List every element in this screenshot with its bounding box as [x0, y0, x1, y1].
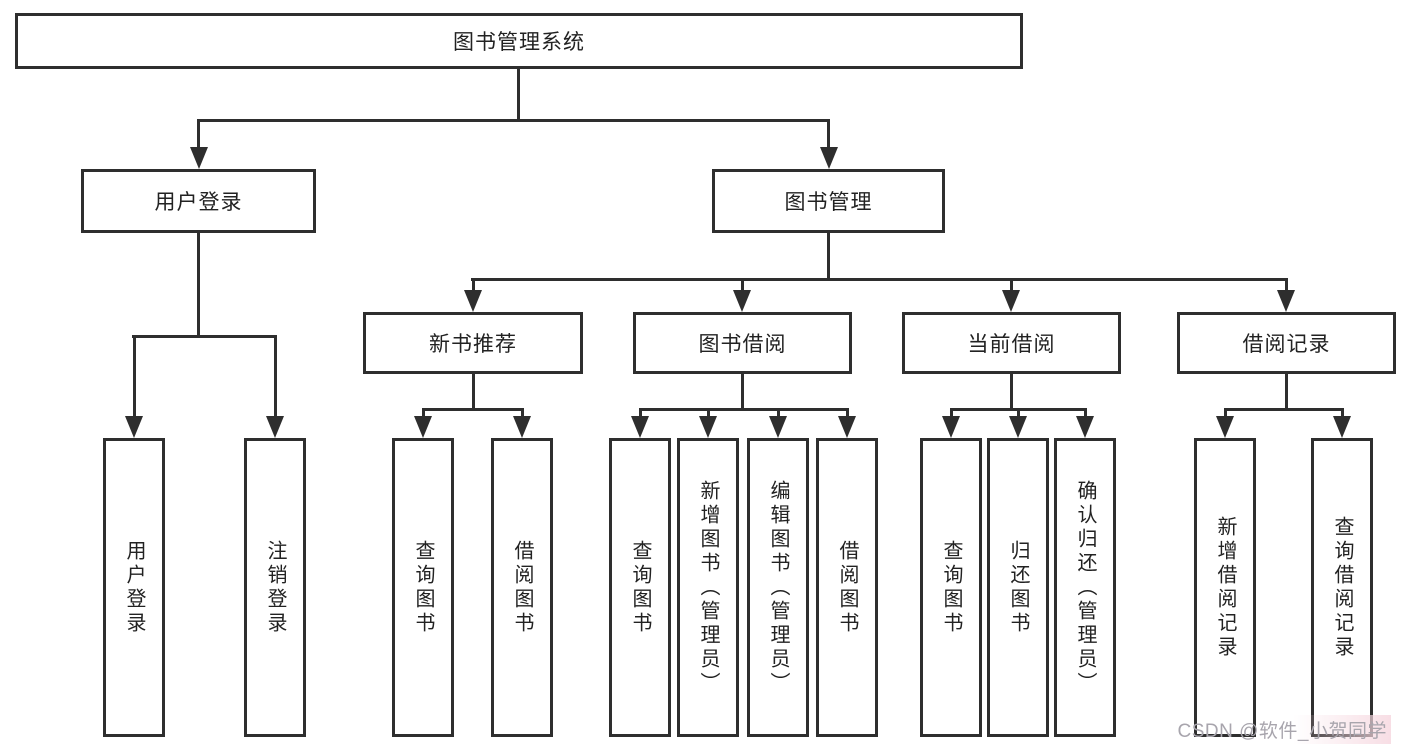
node-current-borrowing: 当前借阅 — [902, 312, 1121, 374]
leaf-borrow-book-label: 借阅图书 — [836, 539, 858, 636]
connector-line — [706, 408, 710, 417]
arrow-down-icon — [513, 416, 531, 438]
arrow-down-icon — [820, 147, 838, 169]
node-book-management: 图书管理 — [712, 169, 945, 233]
arrow-down-icon — [769, 416, 787, 438]
leaf-borrow-book-recommend: 借阅图书 — [491, 438, 553, 737]
connector-line — [1223, 408, 1344, 411]
leaf-add-borrow-record: 新增借阅记录 — [1194, 438, 1256, 737]
leaf-add-book-admin-label: 新增图书（管理员） — [697, 479, 719, 696]
connector-line — [517, 67, 520, 119]
connector-line — [132, 335, 136, 418]
node-user-login: 用户登录 — [81, 169, 316, 233]
node-book-borrowing: 图书借阅 — [633, 312, 852, 374]
connector-line — [421, 408, 524, 411]
leaf-query-borrow-record: 查询借阅记录 — [1311, 438, 1373, 737]
leaf-logout: 注销登录 — [244, 438, 306, 737]
leaf-add-book-admin: 新增图书（管理员） — [677, 438, 739, 737]
arrow-down-icon — [414, 416, 432, 438]
arrow-down-icon — [1002, 290, 1020, 312]
arrow-down-icon — [1216, 416, 1234, 438]
connector-line — [638, 408, 642, 417]
leaf-query-book-recommend: 查询图书 — [392, 438, 454, 737]
leaf-query-book-recommend-label: 查询图书 — [412, 539, 434, 636]
leaf-return-book-label: 归还图书 — [1007, 539, 1029, 636]
leaf-query-book-current-label: 查询图书 — [940, 539, 962, 636]
connector-line — [1010, 374, 1013, 408]
connector-line — [197, 119, 830, 122]
leaf-user-login: 用户登录 — [103, 438, 165, 737]
arrow-down-icon — [631, 416, 649, 438]
node-borrowing-records: 借阅记录 — [1177, 312, 1396, 374]
leaf-add-borrow-record-label: 新增借阅记录 — [1214, 515, 1236, 660]
arrow-down-icon — [733, 290, 751, 312]
watermark: CSDN @软件_小贺同学 — [1173, 715, 1391, 744]
arrow-down-icon — [1009, 416, 1027, 438]
arrow-down-icon — [190, 147, 208, 169]
connector-line — [1285, 278, 1288, 290]
connector-line — [197, 233, 200, 335]
leaf-return-book: 归还图书 — [987, 438, 1049, 737]
connector-line — [421, 408, 425, 417]
arrow-down-icon — [464, 290, 482, 312]
connector-line — [949, 408, 953, 417]
connector-line — [638, 408, 849, 411]
node-new-book-recommendation: 新书推荐 — [363, 312, 583, 374]
leaf-logout-label: 注销登录 — [264, 539, 286, 636]
connector-line — [1010, 278, 1013, 290]
connector-line — [741, 278, 744, 290]
leaf-confirm-return-admin: 确认归还（管理员） — [1054, 438, 1116, 737]
connector-line — [776, 408, 780, 417]
connector-line — [520, 408, 524, 417]
connector-line — [471, 374, 475, 408]
connector-line — [273, 335, 277, 418]
arrow-down-icon — [838, 416, 856, 438]
leaf-borrow-book: 借阅图书 — [816, 438, 878, 737]
node-library-management-system: 图书管理系统 — [15, 13, 1023, 69]
arrow-down-icon — [266, 416, 284, 438]
connector-line — [471, 278, 475, 290]
connector-line — [827, 119, 830, 150]
arrow-down-icon — [1333, 416, 1351, 438]
arrow-down-icon — [1076, 416, 1094, 438]
connector-line — [1016, 408, 1020, 417]
leaf-query-book-current: 查询图书 — [920, 438, 982, 737]
leaf-edit-book-admin: 编辑图书（管理员） — [747, 438, 809, 737]
leaf-query-book-borrowing: 查询图书 — [609, 438, 671, 737]
leaf-confirm-return-admin-label: 确认归还（管理员） — [1074, 479, 1096, 696]
connector-line — [827, 233, 830, 278]
connector-line — [1285, 374, 1288, 408]
leaf-user-login-label: 用户登录 — [123, 539, 145, 636]
leaf-query-book-borrowing-label: 查询图书 — [629, 539, 651, 636]
connector-line — [741, 374, 744, 408]
arrow-down-icon — [942, 416, 960, 438]
connector-line — [1223, 408, 1227, 417]
arrow-down-icon — [699, 416, 717, 438]
arrow-down-icon — [125, 416, 143, 438]
connector-line — [471, 278, 1288, 281]
connector-line — [1083, 408, 1087, 417]
leaf-query-borrow-record-label: 查询借阅记录 — [1331, 515, 1353, 660]
connector-line — [197, 119, 200, 150]
connector-line — [132, 335, 277, 338]
connector-line — [845, 408, 849, 417]
connector-line — [1340, 408, 1344, 417]
leaf-borrow-book-recommend-label: 借阅图书 — [511, 539, 533, 636]
arrow-down-icon — [1277, 290, 1295, 312]
leaf-edit-book-admin-label: 编辑图书（管理员） — [767, 479, 789, 696]
